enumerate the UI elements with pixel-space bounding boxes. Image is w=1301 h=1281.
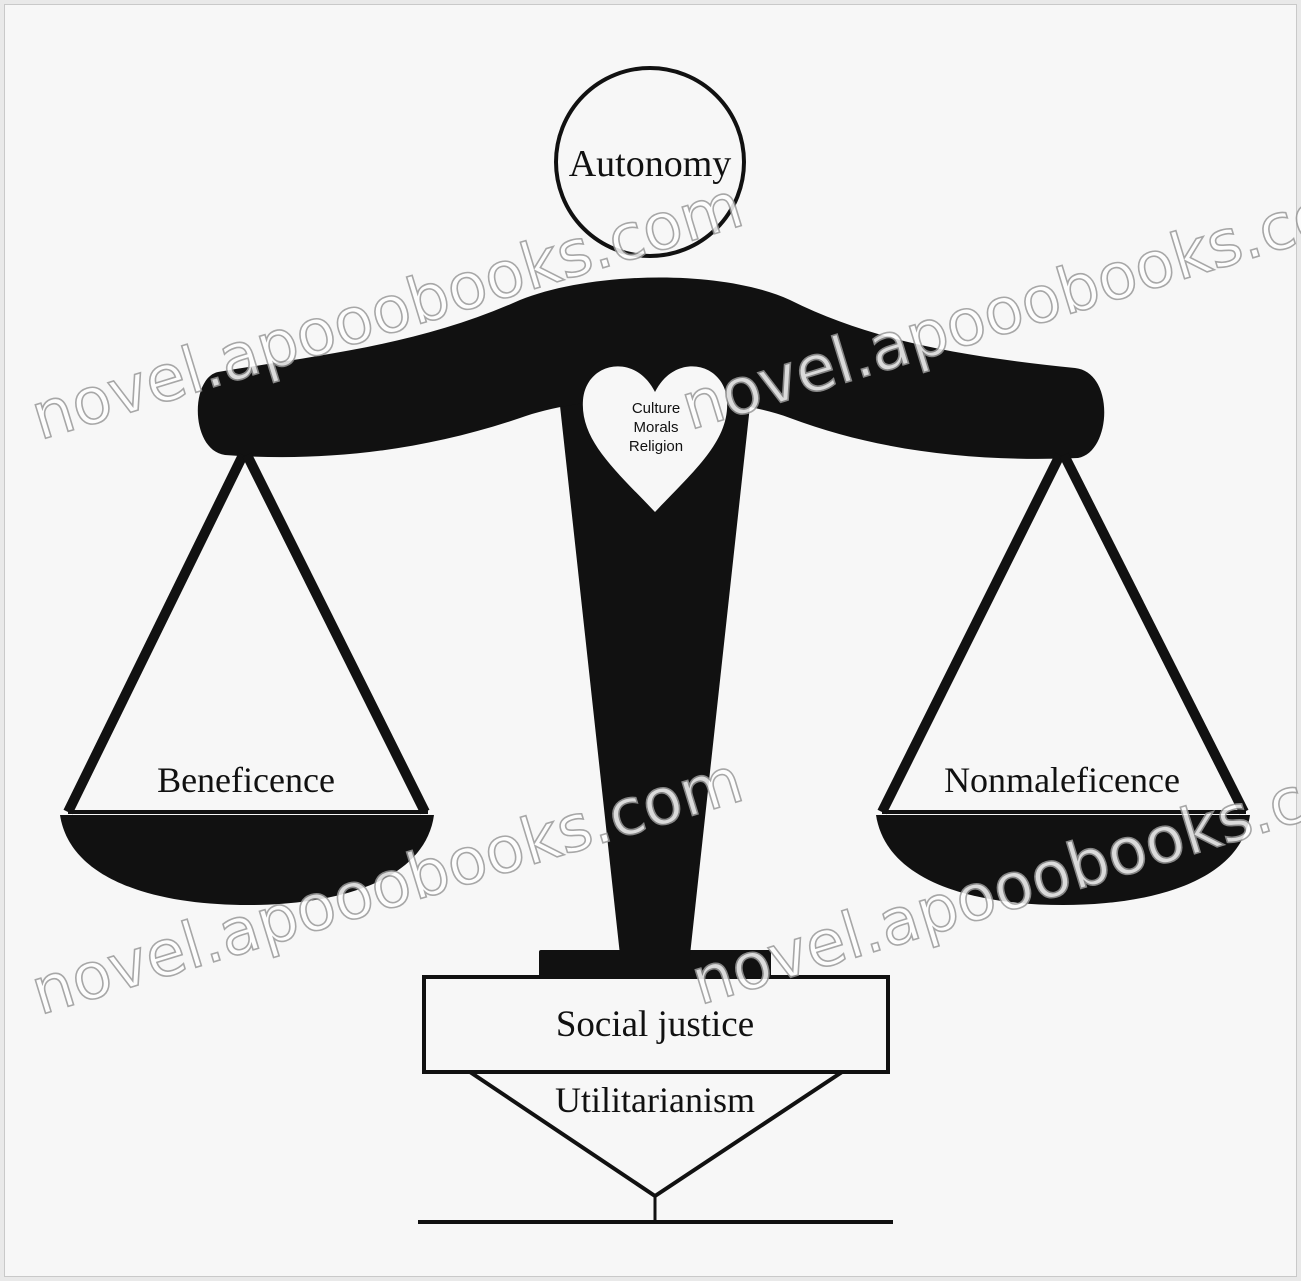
heart-label-line-3: Religion bbox=[629, 438, 683, 455]
heart-label-line-1: Culture bbox=[632, 400, 680, 417]
left-pan-string-outer bbox=[68, 455, 243, 812]
left-pan-string-inner bbox=[247, 455, 425, 812]
left-pan-label: Beneficence bbox=[157, 760, 335, 800]
stand-label: Utilitarianism bbox=[555, 1080, 755, 1120]
right-pan-label: Nonmaleficence bbox=[944, 760, 1180, 800]
heart-label-line-2: Morals bbox=[633, 419, 678, 436]
right-pan-string-outer bbox=[1064, 455, 1244, 812]
right-pan-string-inner bbox=[882, 455, 1060, 812]
